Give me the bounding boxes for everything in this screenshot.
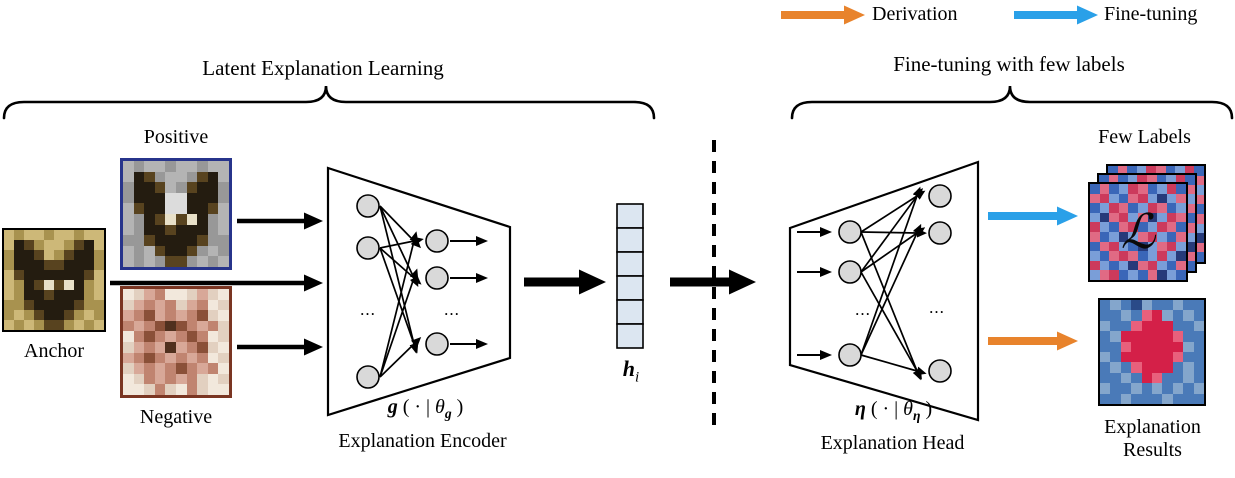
head-formula: η ( · | θη ) xyxy=(806,398,981,424)
few-labels-stack: ℒ xyxy=(1088,164,1210,286)
encoder-formula-func: g xyxy=(387,396,398,418)
encoder-left-ellipsis: ... xyxy=(360,300,376,319)
finetuning-legend-label: Fine-tuning xyxy=(1104,3,1198,25)
loss-symbol: ℒ xyxy=(1120,204,1156,260)
head-label: Explanation Head xyxy=(820,432,965,454)
few-labels-layer xyxy=(1088,182,1188,282)
head-network-edges xyxy=(797,186,927,381)
few-labels-label: Few Labels xyxy=(1098,126,1191,148)
right-section-title: Fine-tuning with few labels xyxy=(893,52,1125,76)
positive-label: Positive xyxy=(143,126,209,148)
encoder-network-edges xyxy=(379,205,488,378)
encoder-formula-sub: g xyxy=(444,406,452,421)
latent-vector xyxy=(616,203,644,349)
negative-label: Negative xyxy=(139,406,213,428)
left-section-title: Latent Explanation Learning xyxy=(202,56,444,80)
negative-image xyxy=(120,286,232,398)
head-formula-sub: η xyxy=(913,408,921,423)
head-formula-mid: ( · | xyxy=(865,398,904,420)
head-network-nodes xyxy=(838,184,952,383)
encoder-label: Explanation Encoder xyxy=(338,430,507,452)
head-formula-theta: θ xyxy=(903,398,913,420)
encoder-formula: g ( · | θg ) xyxy=(343,396,508,422)
anchor-label: Anchor xyxy=(24,340,84,362)
derivation-legend-label: Derivation xyxy=(872,3,958,25)
input-arrows xyxy=(110,212,323,356)
head-formula-close: ) xyxy=(920,398,933,420)
encoder-network-nodes xyxy=(356,194,449,389)
positive-image xyxy=(120,158,232,270)
encoder-formula-mid: ( · | xyxy=(397,396,436,418)
right-brace xyxy=(790,85,1234,120)
explanation-results-image xyxy=(1098,298,1206,406)
head-left-ellipsis: ... xyxy=(855,300,871,319)
left-brace xyxy=(2,85,656,120)
head-formula-func: η xyxy=(854,398,866,420)
latent-subscript: i xyxy=(635,369,640,386)
latent-symbol: h xyxy=(622,356,636,381)
latent-vector-label: hi xyxy=(596,356,666,387)
explanation-results-label: Explanation Results xyxy=(1104,416,1201,461)
encoder-trapezoid xyxy=(326,166,512,417)
encoder-right-ellipsis: ... xyxy=(444,300,460,319)
head-right-ellipsis: ... xyxy=(929,298,945,317)
anchor-image xyxy=(2,228,106,332)
encoder-formula-theta: θ xyxy=(435,396,445,418)
encoder-formula-close: ) xyxy=(451,396,464,418)
